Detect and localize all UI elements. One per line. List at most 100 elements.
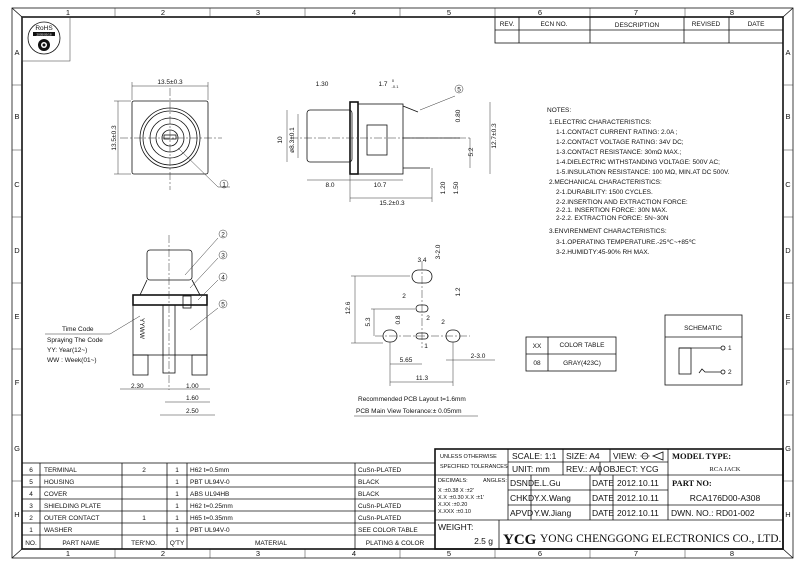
drawing-number: DWN. NO.: RD01-002 <box>671 508 755 518</box>
svg-text:BLACK: BLACK <box>358 491 380 498</box>
svg-text:0: 0 <box>392 78 395 83</box>
svg-text:YY: Year(12~): YY: Year(12~) <box>47 347 87 354</box>
svg-text:13.5±0.3: 13.5±0.3 <box>157 79 183 86</box>
column-label: 5 <box>447 8 451 17</box>
size-value: SIZE: A4 <box>566 451 600 461</box>
svg-text:12.6: 12.6 <box>345 301 352 314</box>
model-type: RCA JACK <box>710 466 741 473</box>
table-header: NO. PART NAME TER'NO. Q'TY MATERIAL PLAT… <box>25 540 424 547</box>
svg-text:1-3.CONTACT RESISTANCE: 30mΩ M: 1-3.CONTACT RESISTANCE: 30mΩ MAX.; <box>556 149 682 156</box>
side-view: 1.30 1.7 0 -0.1 10 ø8.3±0.1 0.80 5.2 12.… <box>277 78 498 207</box>
column-label: 6 <box>538 549 542 558</box>
svg-text:8.0: 8.0 <box>325 182 334 189</box>
svg-text:6: 6 <box>29 467 33 474</box>
svg-text:CHKD: CHKD <box>510 493 534 503</box>
svg-text:X.XXX :±0.10: X.XXX :±0.10 <box>438 509 471 515</box>
svg-text:CuSn-PLATED: CuSn-PLATED <box>358 503 402 510</box>
designer-name: E.L.Gu <box>534 478 561 488</box>
svg-text:SCHEMATIC: SCHEMATIC <box>684 325 722 332</box>
column-label: 3 <box>256 8 260 17</box>
svg-text:CuSn-PLATED: CuSn-PLATED <box>358 515 402 522</box>
svg-text:2.50: 2.50 <box>186 408 199 415</box>
svg-text:H65 t=0.35mm: H65 t=0.35mm <box>190 515 233 522</box>
svg-text:2-2.INSERTION AND EXTRACTION F: 2-2.INSERTION AND EXTRACTION FORCE: <box>556 199 688 206</box>
svg-text:5.2: 5.2 <box>468 147 475 156</box>
svg-text:1.2: 1.2 <box>455 287 462 296</box>
table-row: 1 WASHER 1 PBT UL94V-0 SEE COLOR TABLE <box>29 527 418 534</box>
column-label: 8 <box>730 8 734 17</box>
svg-text:1.50: 1.50 <box>453 181 460 194</box>
row-label: E <box>14 312 19 321</box>
svg-text:1.00: 1.00 <box>186 383 199 390</box>
parts-table: 6 TERMINAL 2 1 H62 t=0.5mm CuSn-PLATED 5… <box>21 462 436 550</box>
view-projection-icon <box>640 451 664 461</box>
svg-text:2: 2 <box>728 369 732 376</box>
column-label: 7 <box>634 549 638 558</box>
svg-text:3.4: 3.4 <box>417 257 426 264</box>
svg-text:1: 1 <box>175 515 179 522</box>
svg-text:2: 2 <box>221 232 225 239</box>
revised-header: REVISED <box>692 21 721 28</box>
svg-text:1.30: 1.30 <box>316 81 329 88</box>
svg-text:PBT UL94V-0: PBT UL94V-0 <box>190 479 230 486</box>
svg-text:2: 2 <box>142 467 146 474</box>
svg-text:CuSn-PLATED: CuSn-PLATED <box>358 467 402 474</box>
svg-text:Q'TY: Q'TY <box>170 540 185 547</box>
svg-text:2005/05/18: 2005/05/18 <box>36 33 51 37</box>
svg-text:3: 3 <box>29 503 33 510</box>
svg-text:-0.1: -0.1 <box>392 84 400 89</box>
svg-text:10: 10 <box>277 136 284 144</box>
date-header: DATE <box>748 21 766 28</box>
svg-text:SEE COLOR TABLE: SEE COLOR TABLE <box>358 527 418 534</box>
svg-text:1: 1 <box>175 491 179 498</box>
svg-text:5: 5 <box>457 87 461 94</box>
column-label: 5 <box>447 549 451 558</box>
svg-text:GRAY(423C): GRAY(423C) <box>563 360 601 367</box>
svg-text:Spraying The Code: Spraying The Code <box>47 337 103 344</box>
svg-text:2-1.DURABILITY: 1500 CYCLES.: 2-1.DURABILITY: 1500 CYCLES. <box>556 189 653 196</box>
svg-text:NO.: NO. <box>25 540 37 547</box>
svg-text:ø8.3±0.1: ø8.3±0.1 <box>289 127 296 153</box>
column-label: 3 <box>256 549 260 558</box>
svg-text:1: 1 <box>29 527 33 534</box>
svg-text:DSND: DSND <box>510 478 534 488</box>
svg-text:3-1.OPERATING TEMPERATURE.-25℃: 3-1.OPERATING TEMPERATURE.-25℃~+85℃ <box>556 239 697 246</box>
svg-text:TER'NO.: TER'NO. <box>131 540 157 547</box>
row-label: C <box>785 180 791 189</box>
object-value: OBJECT: YCG <box>603 464 659 474</box>
svg-text:WASHER: WASHER <box>44 527 73 534</box>
row-label: F <box>786 378 791 387</box>
svg-text:2: 2 <box>29 515 33 522</box>
approve-date: 2012.10.11 <box>617 508 659 518</box>
pcb-tolerance-caption: PCB Main View Tolerance:± 0.05mm <box>356 408 462 415</box>
svg-text:1.60: 1.60 <box>186 395 199 402</box>
svg-text:PLATING & COLOR: PLATING & COLOR <box>366 540 425 547</box>
row-label: H <box>14 510 19 519</box>
svg-text:4: 4 <box>221 275 225 282</box>
rev-header: REV. <box>500 21 515 28</box>
rev-value: REV.: A/0 <box>566 464 602 474</box>
table-row: 6 TERMINAL 2 1 H62 t=0.5mm CuSn-PLATED <box>29 467 401 474</box>
svg-text:APVD: APVD <box>510 508 533 518</box>
company-logo: YCG <box>503 532 537 548</box>
svg-text:DECIMALS:: DECIMALS: <box>438 478 468 484</box>
part-number: RCA176D00-A308 <box>690 493 761 503</box>
svg-text:X.XX :±0.20: X.XX :±0.20 <box>438 502 467 508</box>
column-label: 1 <box>66 8 70 17</box>
check-date: 2012.10.11 <box>617 493 659 503</box>
svg-text:COLOR TABLE: COLOR TABLE <box>560 342 606 349</box>
schematic: SCHEMATIC 1 2 <box>664 314 743 386</box>
table-row: 5 HOUSING 1 PBT UL94V-0 BLACK <box>29 479 380 486</box>
svg-text:ABS UL94HB: ABS UL94HB <box>190 491 229 498</box>
svg-text:15.2±0.3: 15.2±0.3 <box>379 200 405 207</box>
svg-text:2: 2 <box>426 315 430 322</box>
row-label: A <box>14 48 19 57</box>
rohs-badge: RoHS 2005/05/18 <box>21 16 71 62</box>
svg-text:PART NO:: PART NO: <box>672 478 712 488</box>
svg-text:SPECIFIED TOLERANCES: SPECIFIED TOLERANCES <box>440 464 508 470</box>
svg-text:ANGLES:: ANGLES: <box>483 478 507 484</box>
row-label: A <box>785 48 790 57</box>
svg-text:13.5±0.3: 13.5±0.3 <box>111 125 118 151</box>
column-label: 7 <box>634 8 638 17</box>
